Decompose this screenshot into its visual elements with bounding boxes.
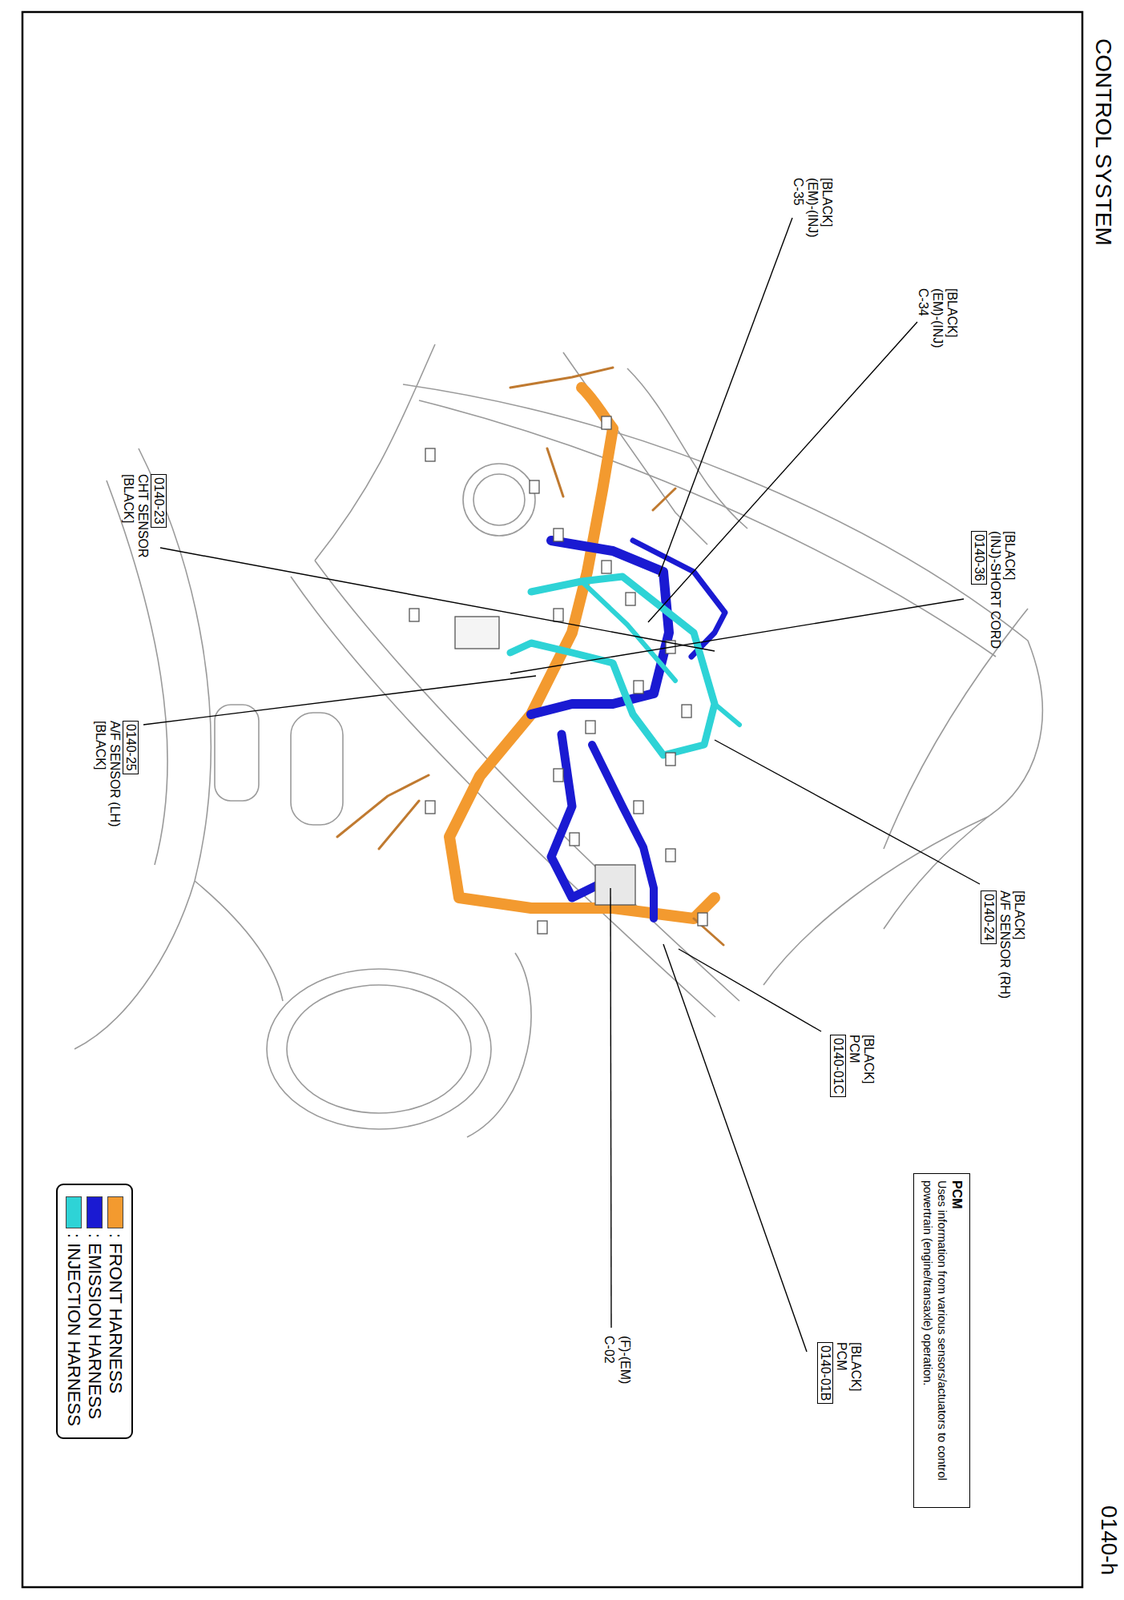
connector-label: C-34 [915, 288, 931, 317]
connector-code: 0140-36 [970, 531, 988, 585]
connector-callout: [BLACK](INJ)-SHORT CORD0140-36 [970, 531, 1017, 651]
callout-text: PCM [833, 1342, 849, 1372]
legend-text: : FRONT HARNESS [104, 1233, 126, 1394]
legend-swatch [86, 1196, 103, 1229]
connector-code: 0140-23 [150, 474, 167, 528]
callout-text: [BLACK] [1011, 890, 1027, 940]
legend-row: : FRONT HARNESS [104, 1196, 126, 1427]
callout-text: [BLACK] [861, 1035, 876, 1084]
connector-code: 0140-01B [817, 1342, 834, 1405]
legend-row: : INJECTION HARNESS [63, 1196, 85, 1427]
page-frame [22, 12, 1083, 1588]
car-body [74, 344, 1043, 1138]
connector-code: 0140-25 [122, 721, 139, 775]
callout-text: [BLACK] [92, 721, 108, 770]
legend-box: : FRONT HARNESS: EMISSION HARNESS: INJEC… [56, 1184, 133, 1440]
legend-swatch [65, 1196, 82, 1229]
connector-label: (F)-(EM) [617, 1336, 633, 1385]
page-title: CONTROL SYSTEM [1090, 38, 1116, 246]
connector-callout: [BLACK]PCM0140-01B [816, 1342, 863, 1407]
callout-text: [BLACK] [1002, 531, 1017, 581]
note-body: Uses information from various sensors/ac… [920, 1180, 950, 1502]
connector-code: 0140-01C [829, 1035, 847, 1098]
connector-label: (EM)-(INJ) [930, 288, 945, 349]
legend-row: : EMISSION HARNESS [84, 1196, 105, 1427]
note-box: PCMUses information from various sensors… [913, 1173, 971, 1509]
connectors [409, 416, 708, 935]
connector-callout: 0140-25A/F SENSOR (LH)[BLACK] [92, 721, 140, 829]
callout-text: A/F SENSOR (RH) [997, 890, 1012, 1000]
connector-callout: [BLACK]PCM0140-01C [829, 1035, 876, 1100]
harness-wires [337, 367, 740, 946]
callout-text: A/F SENSOR (LH) [107, 721, 122, 827]
leader-lines [143, 217, 980, 1353]
callout-text: [BLACK] [120, 474, 136, 524]
note-heading: PCM [949, 1180, 965, 1502]
connector-label: C-02 [601, 1336, 617, 1365]
connector-callout: [BLACK]A/F SENSOR (RH)0140-24 [979, 890, 1027, 1001]
connector-label: C-35 [790, 177, 806, 206]
legend-text: : INJECTION HARNESS [63, 1233, 85, 1427]
connector-label: (EM)-(INJ) [805, 177, 820, 238]
connector-label: [BLACK] [944, 288, 959, 338]
connector-label: [BLACK] [819, 177, 834, 227]
connector-callout: 0140-23CHT SENSOR[BLACK] [120, 474, 168, 560]
callout-text: [BLACK] [848, 1342, 863, 1392]
callout-text: CHT SENSOR [135, 474, 150, 559]
callout-text: (INJ)-SHORT CORD [987, 531, 1003, 649]
callout-text: PCM [846, 1035, 862, 1064]
legend-swatch [107, 1196, 124, 1229]
connector-code: 0140-24 [980, 890, 997, 945]
page-number: 0140-h [1101, 1506, 1116, 1576]
legend-text: : EMISSION HARNESS [84, 1233, 105, 1420]
